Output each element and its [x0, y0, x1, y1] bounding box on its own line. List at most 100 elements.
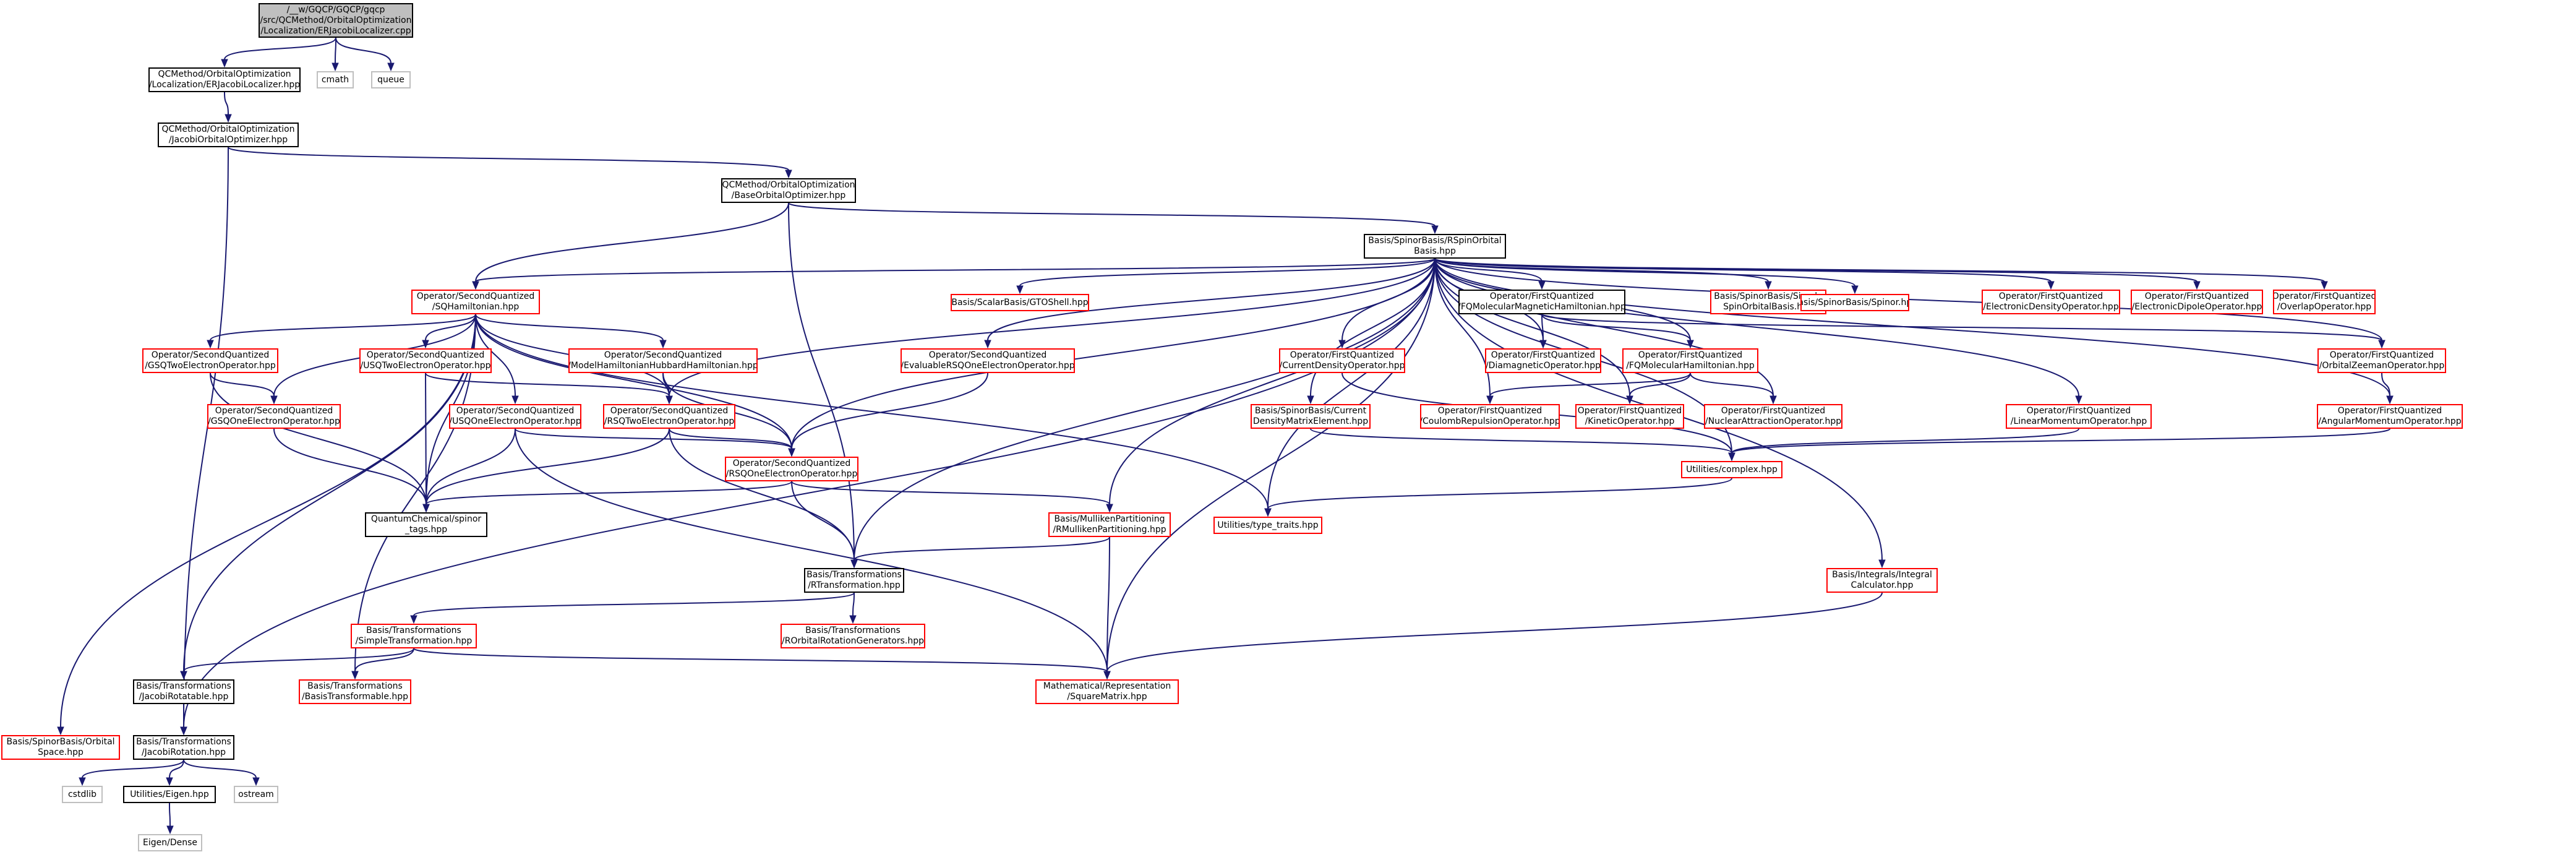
node-root[interactable]: /__w/GQCP/GQCP/gqcp/src/QCMethod/Orbital…	[259, 3, 413, 38]
node-gsq1[interactable]: Operator/SecondQuantized/GSQOneElectronO…	[207, 404, 341, 429]
node-label-line: Operator/SecondQuantized	[416, 291, 535, 301]
node-jacrotatable[interactable]: Basis/Transformations/JacobiRotatable.hp…	[133, 679, 234, 704]
edge-arrowhead	[472, 281, 479, 290]
node-sqham[interactable]: Operator/SecondQuantized/SQHamiltonian.h…	[411, 290, 540, 314]
node-complex[interactable]: Utilities/complex.hpp	[1681, 461, 1782, 478]
edge-rsq1-to-spinortags	[426, 481, 792, 505]
node-gsq2[interactable]: Operator/SecondQuantized/GSQTwoElectronO…	[142, 348, 278, 373]
node-label-line: /RSQTwoElectronOperator.hpp	[604, 416, 735, 426]
node-cstdlib: cstdlib	[62, 786, 103, 803]
edge-arrowhead	[410, 615, 417, 624]
edge-mulliken-to-rtrans	[854, 536, 1110, 561]
edge-arrowhead	[332, 62, 339, 72]
node-label-line: /SQHamiltonian.hpp	[432, 302, 520, 312]
node-curdens[interactable]: Operator/FirstQuantized/CurrentDensityOp…	[1279, 348, 1405, 373]
edge-rsq1-to-mulliken	[791, 481, 1110, 505]
node-label-line: Eigen/Dense	[143, 837, 197, 848]
edge-arrowhead	[850, 559, 858, 569]
node-angmom[interactable]: Operator/FirstQuantized/AngularMomentumO…	[2317, 404, 2463, 429]
node-orbzee[interactable]: Operator/FirstQuantized/OrbitalZeemanOpe…	[2317, 348, 2446, 373]
edge-sqham-to-usq2	[425, 314, 476, 341]
edge-sqham-to-gsq2	[210, 314, 476, 341]
node-nucattr[interactable]: Operator/FirstQuantized/NuclearAttractio…	[1704, 404, 1842, 429]
node-basistransformable[interactable]: Basis/Transformations/BasisTransformable…	[299, 679, 411, 704]
node-edip[interactable]: Operator/FirstQuantized/ElectronicDipole…	[2131, 290, 2263, 314]
edge-arrowhead	[252, 777, 260, 786]
edge-usq1-to-squarematrix	[515, 428, 1108, 672]
node-label-line: cmath	[321, 74, 349, 85]
node-eigendense: Eigen/Dense	[138, 834, 202, 851]
edge-gsq2-to-spinortags	[210, 372, 427, 505]
node-evalop[interactable]: Operator/SecondQuantized/EvaluableRSQOne…	[901, 348, 1075, 373]
node-rtrans[interactable]: Basis/Transformations/RTransformation.hp…	[804, 568, 904, 593]
node-rsq2[interactable]: Operator/SecondQuantized/RSQTwoElectronO…	[603, 404, 735, 429]
node-spinortags[interactable]: QuantumChemical/spinor_tags.hpp	[365, 512, 487, 537]
node-label-line: Operator/FirstQuantized	[1290, 350, 1395, 360]
node-fqmol[interactable]: Operator/FirstQuantized/FQMolecularHamil…	[1622, 348, 1758, 373]
edge-fqmagn-to-fqmol	[1541, 314, 1691, 341]
edge-jacrot-to-eigenutil	[169, 759, 184, 778]
node-label-line: Operator/FirstQuantized	[1577, 406, 1682, 416]
edge-arrowhead	[1626, 395, 1633, 405]
node-kinetic[interactable]: Operator/FirstQuantized/KineticOperator.…	[1575, 404, 1684, 429]
edge-simpletrans-to-basistransformable	[354, 648, 414, 672]
edge-arrowhead	[2075, 395, 2082, 405]
node-jacrot[interactable]: Basis/Transformations/JacobiRotation.hpp	[133, 735, 234, 760]
edge-arrowhead	[2047, 281, 2055, 290]
node-label-line: queue	[377, 74, 404, 85]
edge-fqmol-to-kinetic	[1629, 372, 1691, 397]
node-label-line: Operator/SecondQuantized	[366, 350, 485, 360]
node-mulliken[interactable]: Basis/MullikenPartitioning/RMullikenPart…	[1048, 512, 1171, 537]
node-rorbrot[interactable]: Basis/Transformations/ROrbitalRotationGe…	[781, 624, 925, 648]
node-label-line: Basis/SpinorBasis/RSpinOrbital	[1368, 236, 1502, 246]
node-rsq1[interactable]: Operator/SecondQuantized/RSQOneElectronO…	[725, 457, 858, 481]
node-label-line: QCMethod/OrbitalOptimization	[161, 124, 295, 134]
node-boo[interactable]: QCMethod/OrbitalOptimization/BaseOrbital…	[721, 178, 856, 203]
node-edens[interactable]: Operator/FirstQuantized/ElectronicDensit…	[1982, 290, 2120, 314]
node-label-line: Mathematical/Representation	[1043, 681, 1171, 691]
node-usq1[interactable]: Operator/SecondQuantized/USQOneElectronO…	[449, 404, 581, 429]
node-erjl[interactable]: QCMethod/OrbitalOptimization/Localizatio…	[148, 67, 301, 92]
edge-jacrot-to-cstdlib	[82, 759, 184, 778]
node-label-line: /CurrentDensityOperator.hpp	[1279, 361, 1405, 371]
node-usq2[interactable]: Operator/SecondQuantized/USQTwoElectronO…	[359, 348, 492, 373]
node-label-line: /OrbitalZeemanOperator.hpp	[2319, 361, 2445, 371]
edge-root-to-erjl	[224, 37, 336, 60]
node-fqmagn[interactable]: Operator/FirstQuantized/FQMolecularMagne…	[1458, 290, 1625, 314]
node-joo[interactable]: QCMethod/OrbitalOptimization/JacobiOrbit…	[158, 123, 299, 147]
edge-root-to-cmath	[335, 37, 336, 64]
node-label-line: /DiamagneticOperator.hpp	[1485, 361, 1601, 371]
node-simpletrans[interactable]: Basis/Transformations/SimpleTransformati…	[351, 624, 477, 648]
node-label-line: Basis/Integrals/Integral	[1832, 570, 1932, 580]
node-gto[interactable]: Basis/ScalarBasis/GTOShell.hpp	[951, 294, 1089, 311]
edge-arrowhead	[79, 777, 86, 786]
edge-rsob-to-squarematrix	[1106, 258, 1436, 672]
node-label-line: /OverlapOperator.hpp	[2277, 302, 2372, 312]
edge-rsob-to-sqham	[475, 258, 1436, 282]
edge-simpletrans-to-squarematrix	[413, 648, 1108, 672]
node-label-line: Basis/Transformations	[807, 570, 902, 580]
edge-orbzee-to-angmom	[2381, 372, 2390, 397]
node-coulomb[interactable]: Operator/FirstQuantized/CoulombRepulsion…	[1420, 404, 1560, 429]
node-label-line: Basis/SpinorBasis/Spinor.hpp	[1802, 297, 1908, 308]
node-diamag[interactable]: Operator/FirstQuantized/DiamagneticOpera…	[1485, 348, 1601, 373]
edge-angmom-to-complex	[1731, 428, 2390, 454]
node-squarematrix[interactable]: Mathematical/Representation/SquareMatrix…	[1035, 679, 1179, 704]
node-modelham[interactable]: Operator/SecondQuantized/ModelHamiltonia…	[568, 348, 758, 373]
node-label-line: /FQMolecularHamiltonian.hpp	[1626, 361, 1755, 371]
edge-arrowhead	[1106, 504, 1113, 513]
node-spinor[interactable]: Basis/SpinorBasis/Spinor.hpp	[1800, 294, 1909, 311]
node-overlap[interactable]: Operator/FirstQuantized/OverlapOperator.…	[2273, 290, 2376, 314]
node-typetraits[interactable]: Utilities/type_traits.hpp	[1213, 517, 1322, 534]
node-eigenutil[interactable]: Utilities/Eigen.hpp	[123, 786, 216, 803]
edge-boo-to-sqham	[475, 202, 789, 282]
edge-usq1-to-spinortags	[426, 428, 516, 505]
node-linmom[interactable]: Operator/FirstQuantized/LinearMomentumOp…	[2006, 404, 2152, 429]
edge-erjl-to-joo	[224, 92, 229, 115]
edge-arrowhead	[1687, 340, 1694, 349]
node-label-line: Operator/SecondQuantized	[610, 406, 729, 416]
